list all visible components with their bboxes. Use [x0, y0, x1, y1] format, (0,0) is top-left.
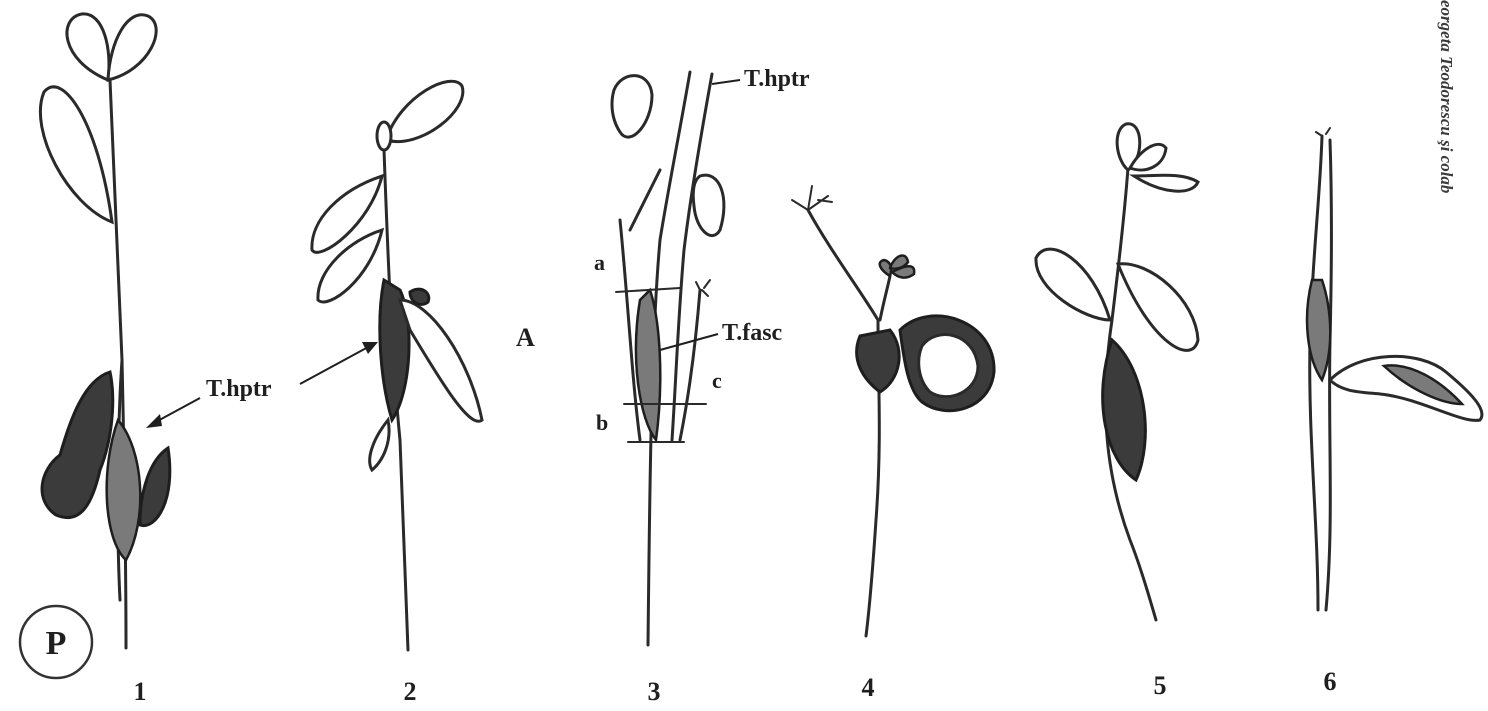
plant-number-5: 5 [1154, 671, 1167, 700]
plant-4-shoot-tip [792, 186, 832, 210]
plant-2-leaf-top [386, 81, 463, 141]
plant-3-main-stem-right [672, 74, 712, 440]
plant-1-cotyledon-left [42, 372, 113, 518]
plant-3 [612, 72, 740, 645]
credit-text: eorgeta Teodorescu şi colab [1437, 0, 1456, 193]
plant-4-short-shoot [880, 276, 890, 320]
plant-number-1: 1 [134, 677, 147, 706]
plant-4-hypertrophy [857, 330, 900, 392]
plant-number-3: 3 [648, 677, 661, 706]
plant-3-leaf-right [693, 175, 724, 235]
corner-badge: P [20, 606, 92, 678]
plant-1-leaf-lower [40, 87, 112, 222]
plant-2-side-shoot [400, 300, 482, 421]
plant-6-leaf [1330, 356, 1482, 420]
plant-1-cotyledon-right [140, 448, 170, 526]
corner-badge-letter: P [46, 625, 67, 662]
plant-3-fasc-shoot [680, 290, 700, 440]
plant-3-top-label: T.hptr [744, 66, 810, 92]
plant-6 [1307, 128, 1482, 610]
plant-number-4: 4 [862, 673, 875, 702]
plant-5 [1036, 124, 1198, 620]
plant-5-top-leaf-3 [1134, 175, 1198, 191]
plant-2-side-node [410, 289, 429, 304]
level-a-label: a [594, 250, 605, 275]
plant-number-2: 2 [404, 677, 417, 706]
plant-4 [792, 186, 994, 636]
plant-6-stem-edge [1326, 140, 1332, 610]
plant-1-leaf-top-left [67, 14, 109, 80]
plant-2-base-shoot [370, 420, 389, 470]
plant-3-top-leader [712, 80, 740, 84]
level-b-label: b [596, 410, 608, 435]
plant-3-side-branch [630, 170, 660, 230]
center-letter: A [516, 323, 535, 352]
plant-2-bud [377, 122, 391, 150]
plant-4-cotyledon-inner [919, 335, 978, 397]
plant-3-fasc-label: T.fasc [722, 320, 783, 346]
plant-3-fasc-tips [696, 280, 710, 296]
plant-1-leaf-top-right [108, 15, 156, 80]
plant-5-leaf-right [1118, 264, 1198, 351]
plant-5-leaf-left [1036, 249, 1110, 320]
plant-3-hypertrophy [636, 290, 660, 440]
plant-2-label-arrow-shaft [300, 346, 370, 384]
plant-1-label: T.hptr [206, 376, 272, 402]
plant-2 [312, 81, 482, 650]
plant-3-fasc-leader [660, 334, 718, 350]
plant-1-label-arrowhead [146, 414, 162, 428]
plant-6-tip [1316, 128, 1330, 136]
level-c-label: c [712, 368, 722, 393]
plant-4-long-shoot [808, 210, 878, 320]
plant-number-6: 6 [1324, 667, 1337, 696]
plant-4-short-leaves [880, 255, 914, 277]
plant-3-leaf-top [612, 76, 652, 138]
plant-1 [40, 14, 169, 648]
plant-1-hypertrophy [107, 420, 141, 560]
